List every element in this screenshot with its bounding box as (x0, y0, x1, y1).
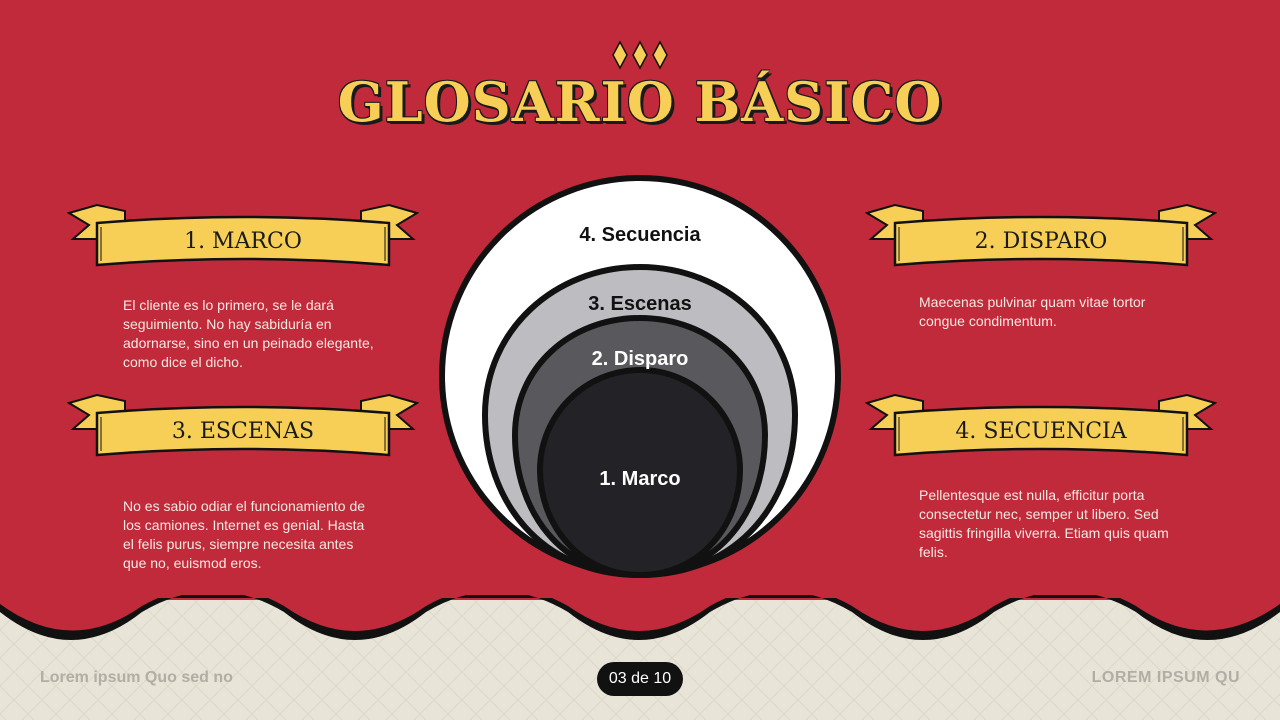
page-indicator: 03 de 10 (597, 662, 683, 696)
description-disparo: Maecenas pulvinar quam vitae tortor cong… (919, 294, 1146, 329)
ribbon-label: 1. MARCO (184, 229, 302, 254)
scallop-red (0, 586, 1280, 631)
ring-label-marco: 1. Marco (599, 468, 681, 490)
ribbon-label: 2. DISPARO (974, 229, 1108, 254)
ring-label-disparo: 2. Disparo (591, 348, 689, 370)
ribbon-escenas: 3. ESCENAS (67, 391, 419, 471)
ribbon-label: 4. SECUENCIA (955, 419, 1127, 444)
footer-right-text: LOREM IPSUM QU (1091, 669, 1240, 686)
ribbon-disparo: 2. DISPARO (865, 201, 1217, 281)
diamonds-ornament (612, 40, 668, 70)
ribbon-secuencia: 4. SECUENCIA (865, 391, 1217, 471)
page-title: GLOSARIO BÁSICO (337, 70, 943, 134)
ring-marco (536, 366, 744, 579)
footer-left-text: Lorem ipsum Quo sed no (40, 669, 233, 686)
description-marco: El cliente es lo primero, se le dará seg… (123, 297, 374, 370)
nested-circles-diagram (439, 175, 841, 579)
ring-label-escenas: 3. Escenas (588, 293, 692, 315)
ring-label-secuencia: 4. Secuencia (579, 224, 701, 246)
ribbon-label: 3. ESCENAS (171, 419, 315, 444)
description-secuencia: Pellentesque est nulla, efficitur porta … (919, 487, 1169, 560)
ribbon-marco: 1. MARCO (67, 201, 419, 281)
description-escenas: No es sabio odiar el funcionamiento de l… (123, 498, 366, 571)
